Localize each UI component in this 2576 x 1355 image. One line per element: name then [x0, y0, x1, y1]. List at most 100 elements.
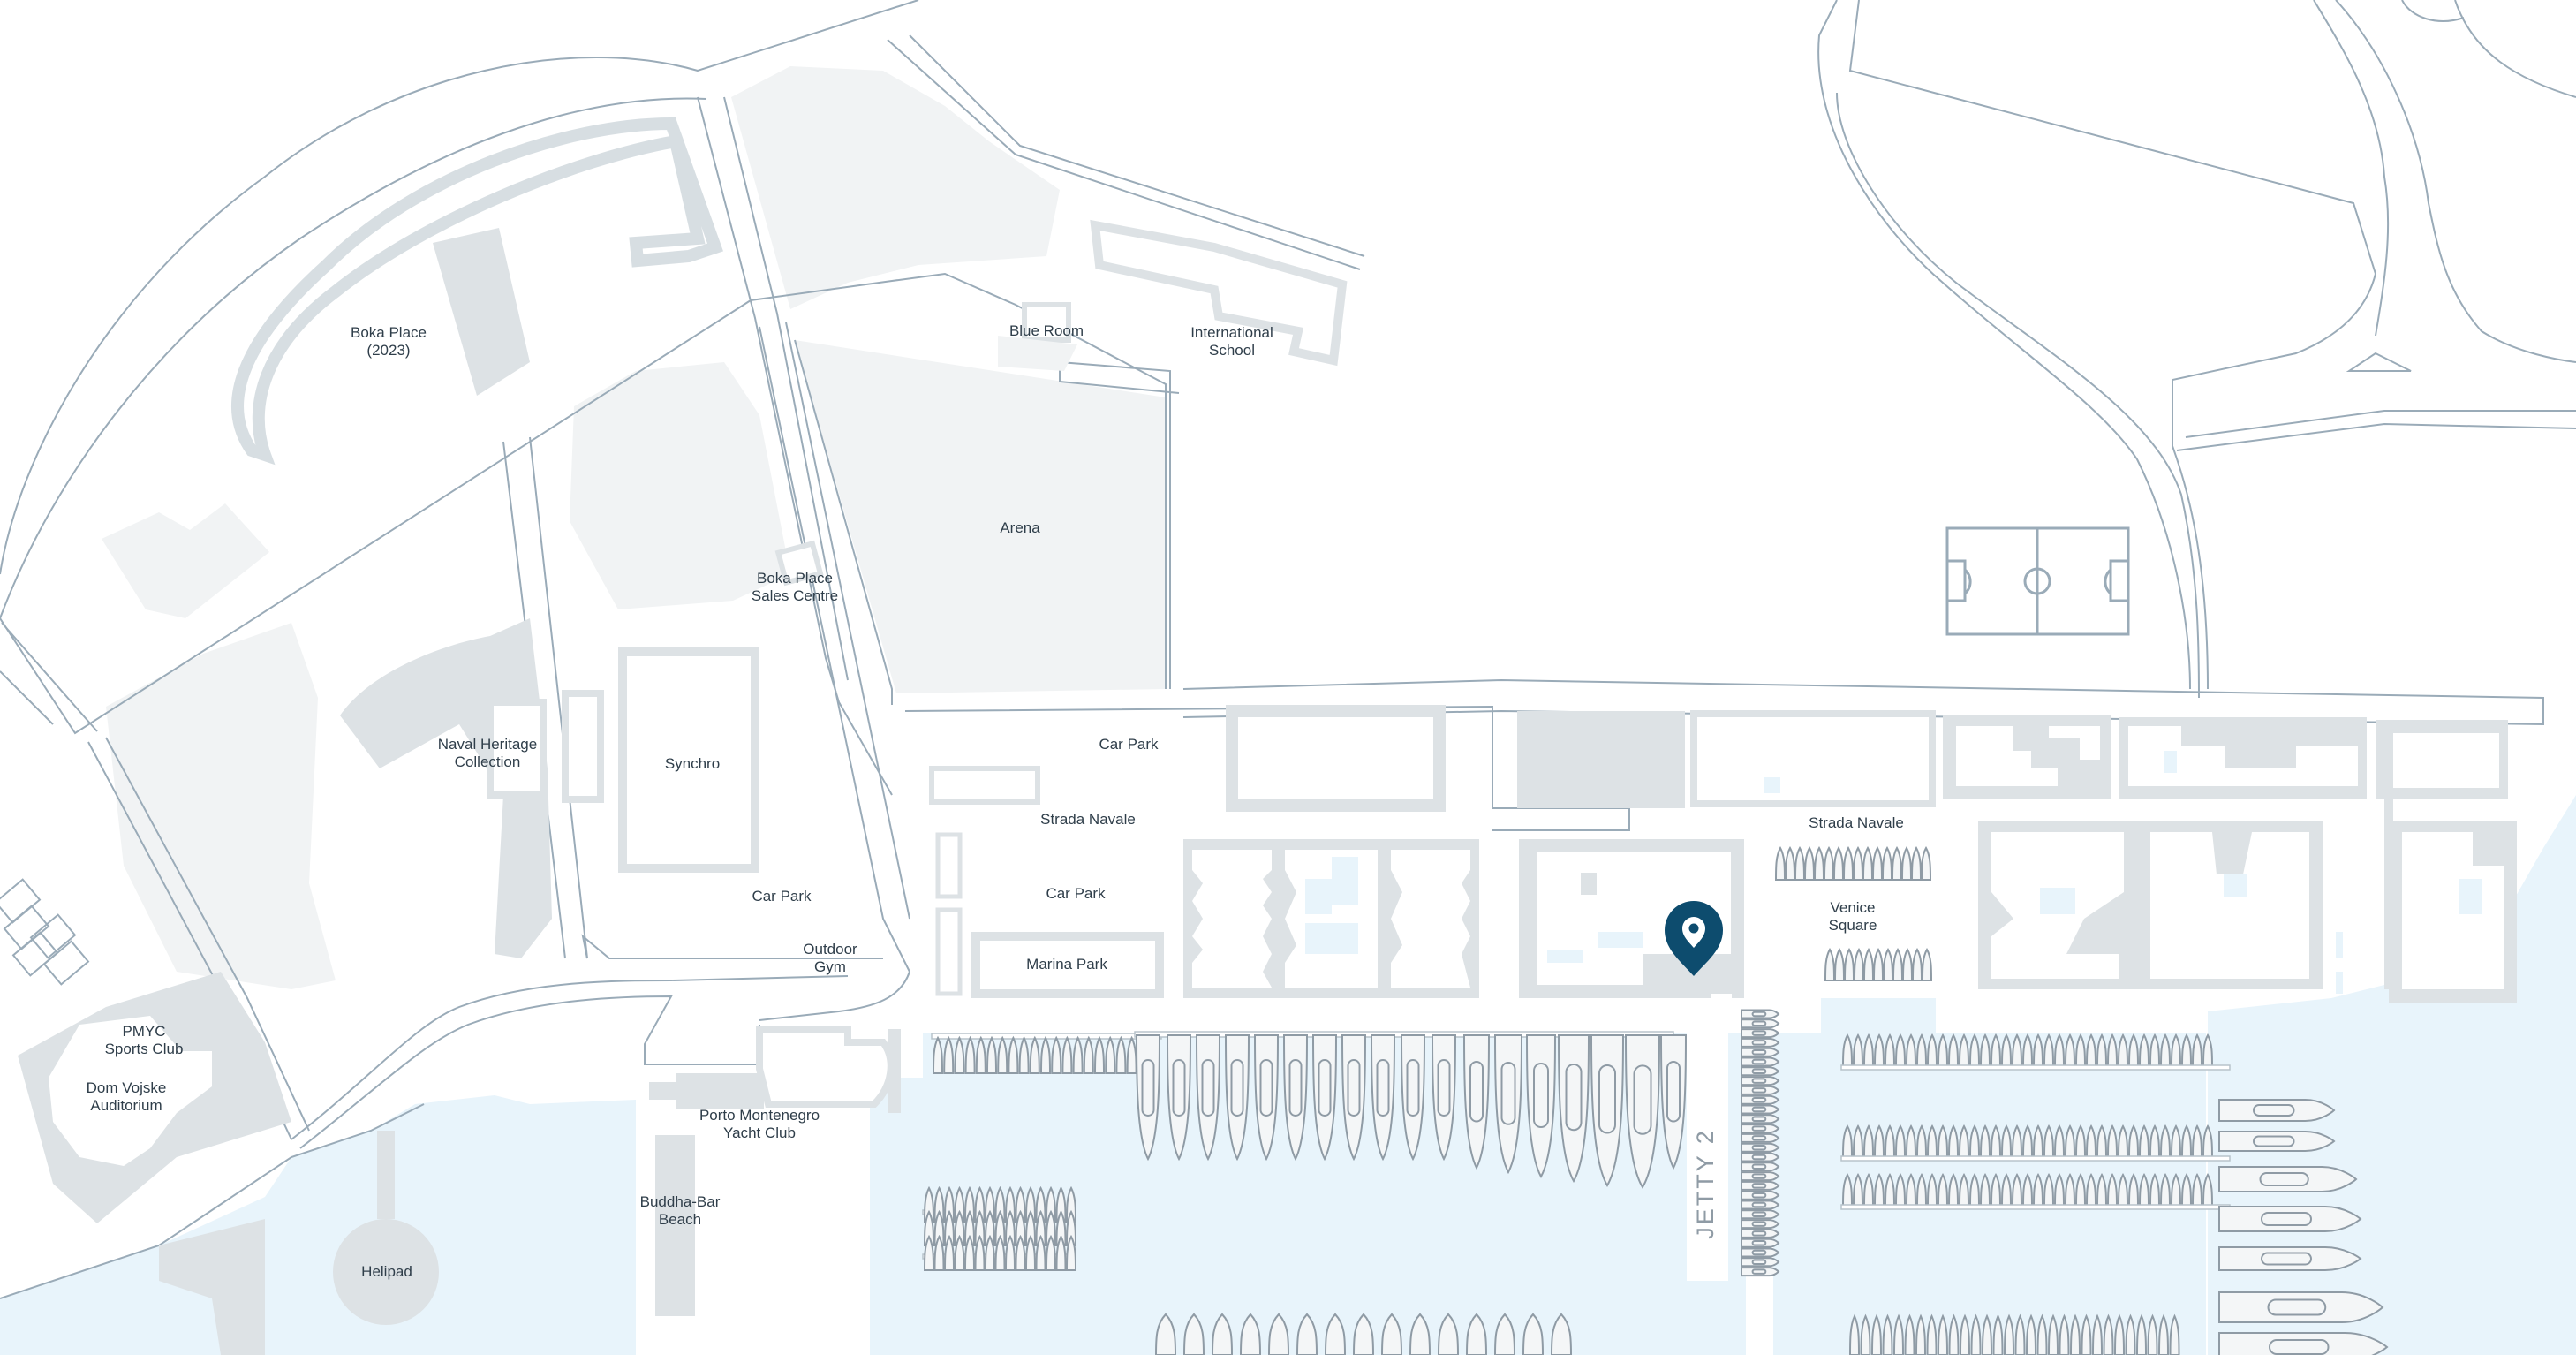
boat-icon: [1409, 1313, 1431, 1355]
boat-icon: [1920, 845, 1932, 881]
buildings: [0, 219, 2517, 1355]
label-car-park-left[interactable]: Car Park: [752, 888, 812, 905]
label-arena[interactable]: Arena: [1000, 519, 1040, 536]
boat-icon: [1900, 845, 1913, 881]
label-car-park-top[interactable]: Car Park: [1099, 736, 1159, 753]
boat-icon: [2136, 1313, 2147, 1355]
boat-icon: [1849, 1313, 1860, 1355]
label-strada-navale-2[interactable]: Strada Navale: [1809, 814, 1904, 831]
boat-icon: [2081, 1313, 2092, 1355]
boat-icon: [2103, 1313, 2114, 1355]
boat-icon: [1533, 1063, 1549, 1128]
label-synchro[interactable]: Synchro: [665, 755, 720, 772]
boat-icon: [2259, 1172, 2309, 1186]
boat-icon: [1915, 1313, 1926, 1355]
label-car-park-middle[interactable]: Car Park: [1046, 885, 1106, 902]
boat-icon: [1751, 1173, 1767, 1179]
boat-icon: [1004, 1234, 1016, 1271]
boat-icon: [1751, 1154, 1767, 1161]
boat-icon: [1751, 1201, 1767, 1208]
boat-icon: [1751, 1239, 1767, 1246]
boat-icon: [1633, 1064, 1652, 1135]
boat-icon: [1881, 845, 1893, 881]
boat-icon: [964, 1035, 976, 1074]
boat-icon: [2092, 1313, 2103, 1355]
boat-icon: [932, 1035, 944, 1074]
boat-icon: [943, 1035, 955, 1074]
boat-icon: [1565, 1064, 1583, 1132]
boat-icon: [1093, 1035, 1106, 1074]
boat-icon: [1751, 1106, 1767, 1113]
boat-icon: [1325, 1313, 1346, 1355]
boat-icon: [1035, 1234, 1046, 1271]
boat-icon: [1240, 1313, 1261, 1355]
boat-icon: [1948, 1313, 1960, 1355]
boat-icon: [2026, 1313, 2036, 1355]
boat-icon: [1992, 1313, 2004, 1355]
boat-icon: [1065, 1234, 1077, 1271]
boat-icon: [1813, 845, 1825, 881]
boat-icon: [1823, 845, 1835, 881]
label-marina-park[interactable]: Marina Park: [1026, 956, 1107, 973]
boat-icon: [1230, 1059, 1244, 1117]
map-pin-icon[interactable]: [1665, 901, 1723, 976]
boat-icon: [1751, 1230, 1767, 1237]
boat-icon: [1353, 1313, 1374, 1355]
boat-icon: [1376, 1059, 1390, 1117]
boat-icon: [1522, 1313, 1544, 1355]
marina-boats: [922, 845, 2389, 1355]
boat-icon: [1803, 845, 1816, 881]
label-helipad[interactable]: Helipad: [361, 1263, 412, 1280]
boat-icon: [2059, 1313, 2070, 1355]
boat-icon: [1872, 947, 1885, 981]
boat-icon: [1598, 1064, 1616, 1134]
boat-icon: [1381, 1313, 1402, 1355]
boat-icon: [2125, 1313, 2136, 1355]
boat-icon: [1296, 1313, 1318, 1355]
boat-icon: [2267, 1298, 2327, 1316]
boat-icon: [1784, 845, 1796, 881]
boat-icon: [1318, 1059, 1332, 1117]
boat-icon: [1105, 1035, 1116, 1074]
boat-icon: [1115, 1035, 1127, 1074]
boat-icon: [1172, 1059, 1186, 1117]
boat-icon: [1751, 1183, 1767, 1189]
boat-icon: [1212, 1313, 1233, 1355]
boat-icon: [1751, 1078, 1767, 1084]
boat-icon: [1871, 1313, 1882, 1355]
boat-icon: [2147, 1313, 2158, 1355]
boat-icon: [1751, 1020, 1767, 1027]
boat-icon: [1018, 1035, 1030, 1074]
boat-icon: [1853, 947, 1865, 981]
boat-icon: [984, 1234, 996, 1271]
boat-icon: [1982, 1313, 1992, 1355]
boat-icon: [1494, 1313, 1515, 1355]
label-boka-place-2023[interactable]: Boka Place(2023): [351, 324, 427, 359]
boat-icon: [933, 1234, 945, 1271]
boat-icon: [1892, 947, 1904, 981]
boat-icon: [1882, 1313, 1893, 1355]
boat-icon: [1288, 1059, 1303, 1117]
boat-icon: [1024, 1234, 1037, 1271]
boat-icon: [963, 1234, 976, 1271]
boat-icon: [1794, 845, 1806, 881]
label-blue-room[interactable]: Blue Room: [1009, 322, 1084, 339]
boat-icon: [1751, 1068, 1767, 1075]
boat-icon: [1751, 1048, 1767, 1056]
boat-icon: [1155, 1313, 1176, 1355]
label-strada-navale-1[interactable]: Strada Navale: [1040, 811, 1136, 828]
boat-icon: [1045, 1234, 1057, 1271]
boat-icon: [1751, 1125, 1767, 1132]
boat-icon: [2253, 1135, 2295, 1147]
boat-icon: [1551, 1313, 1572, 1355]
